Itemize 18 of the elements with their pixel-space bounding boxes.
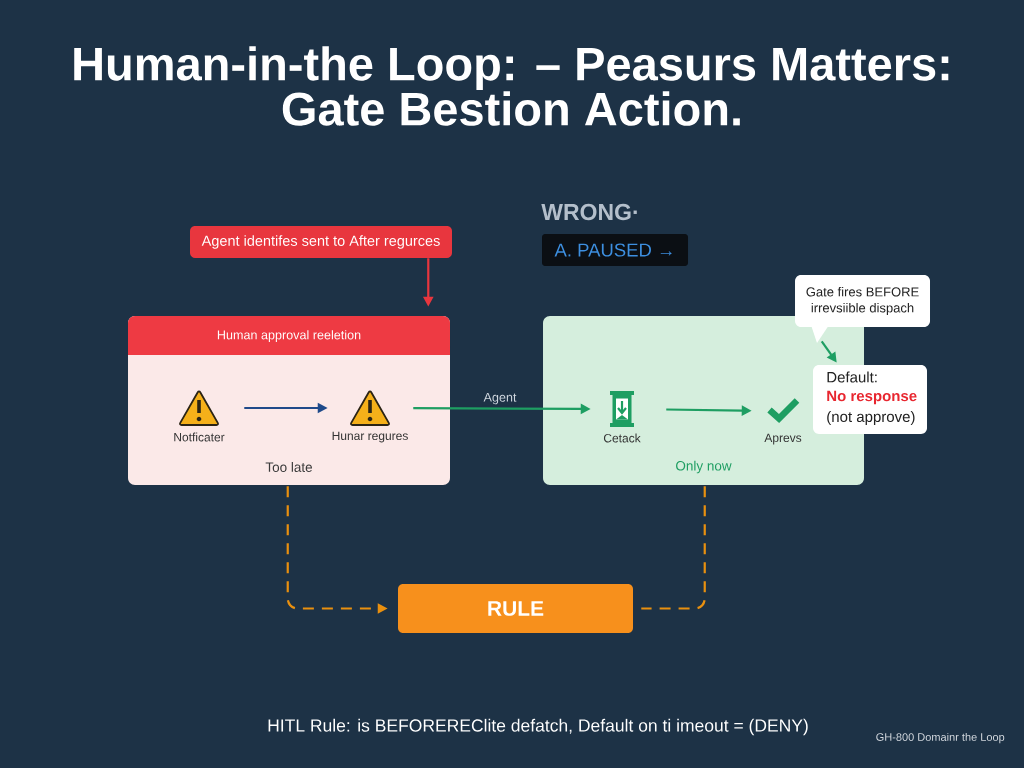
icon-caption: Notficater [174,432,225,442]
icon-caption: Hunar regures [332,431,408,443]
panel-caption: Only now [676,460,732,474]
icon-caption: Cetack [603,433,641,443]
note-heading: Default: [827,371,877,383]
banner: Agent identifes sent to After regurces [190,226,452,258]
title: Human-in-the Loop: – Peasurs Matters: Gate Bestion Action. [74,46,949,126]
credit-text: GH-800 Domainr the Loop [876,732,1005,744]
note-detail: (not approve) [827,411,915,425]
speech-bubble: Gate fires BEFORE irrevsiible dispach [795,275,930,343]
footer-note: HITL Rule: is BEFOREREClite defatch, Default on ti imeout = (DENY) [268,718,808,736]
note-highlight: No response [827,390,917,405]
panel-header: Human approval reeletion [128,316,450,355]
panel-caption: Too late [265,462,312,472]
heading-label: WRONG· [541,203,637,221]
status-tag: A. PAUSED → [542,234,688,266]
connector-line [641,486,706,610]
icon-caption: Aprevs [764,433,802,445]
